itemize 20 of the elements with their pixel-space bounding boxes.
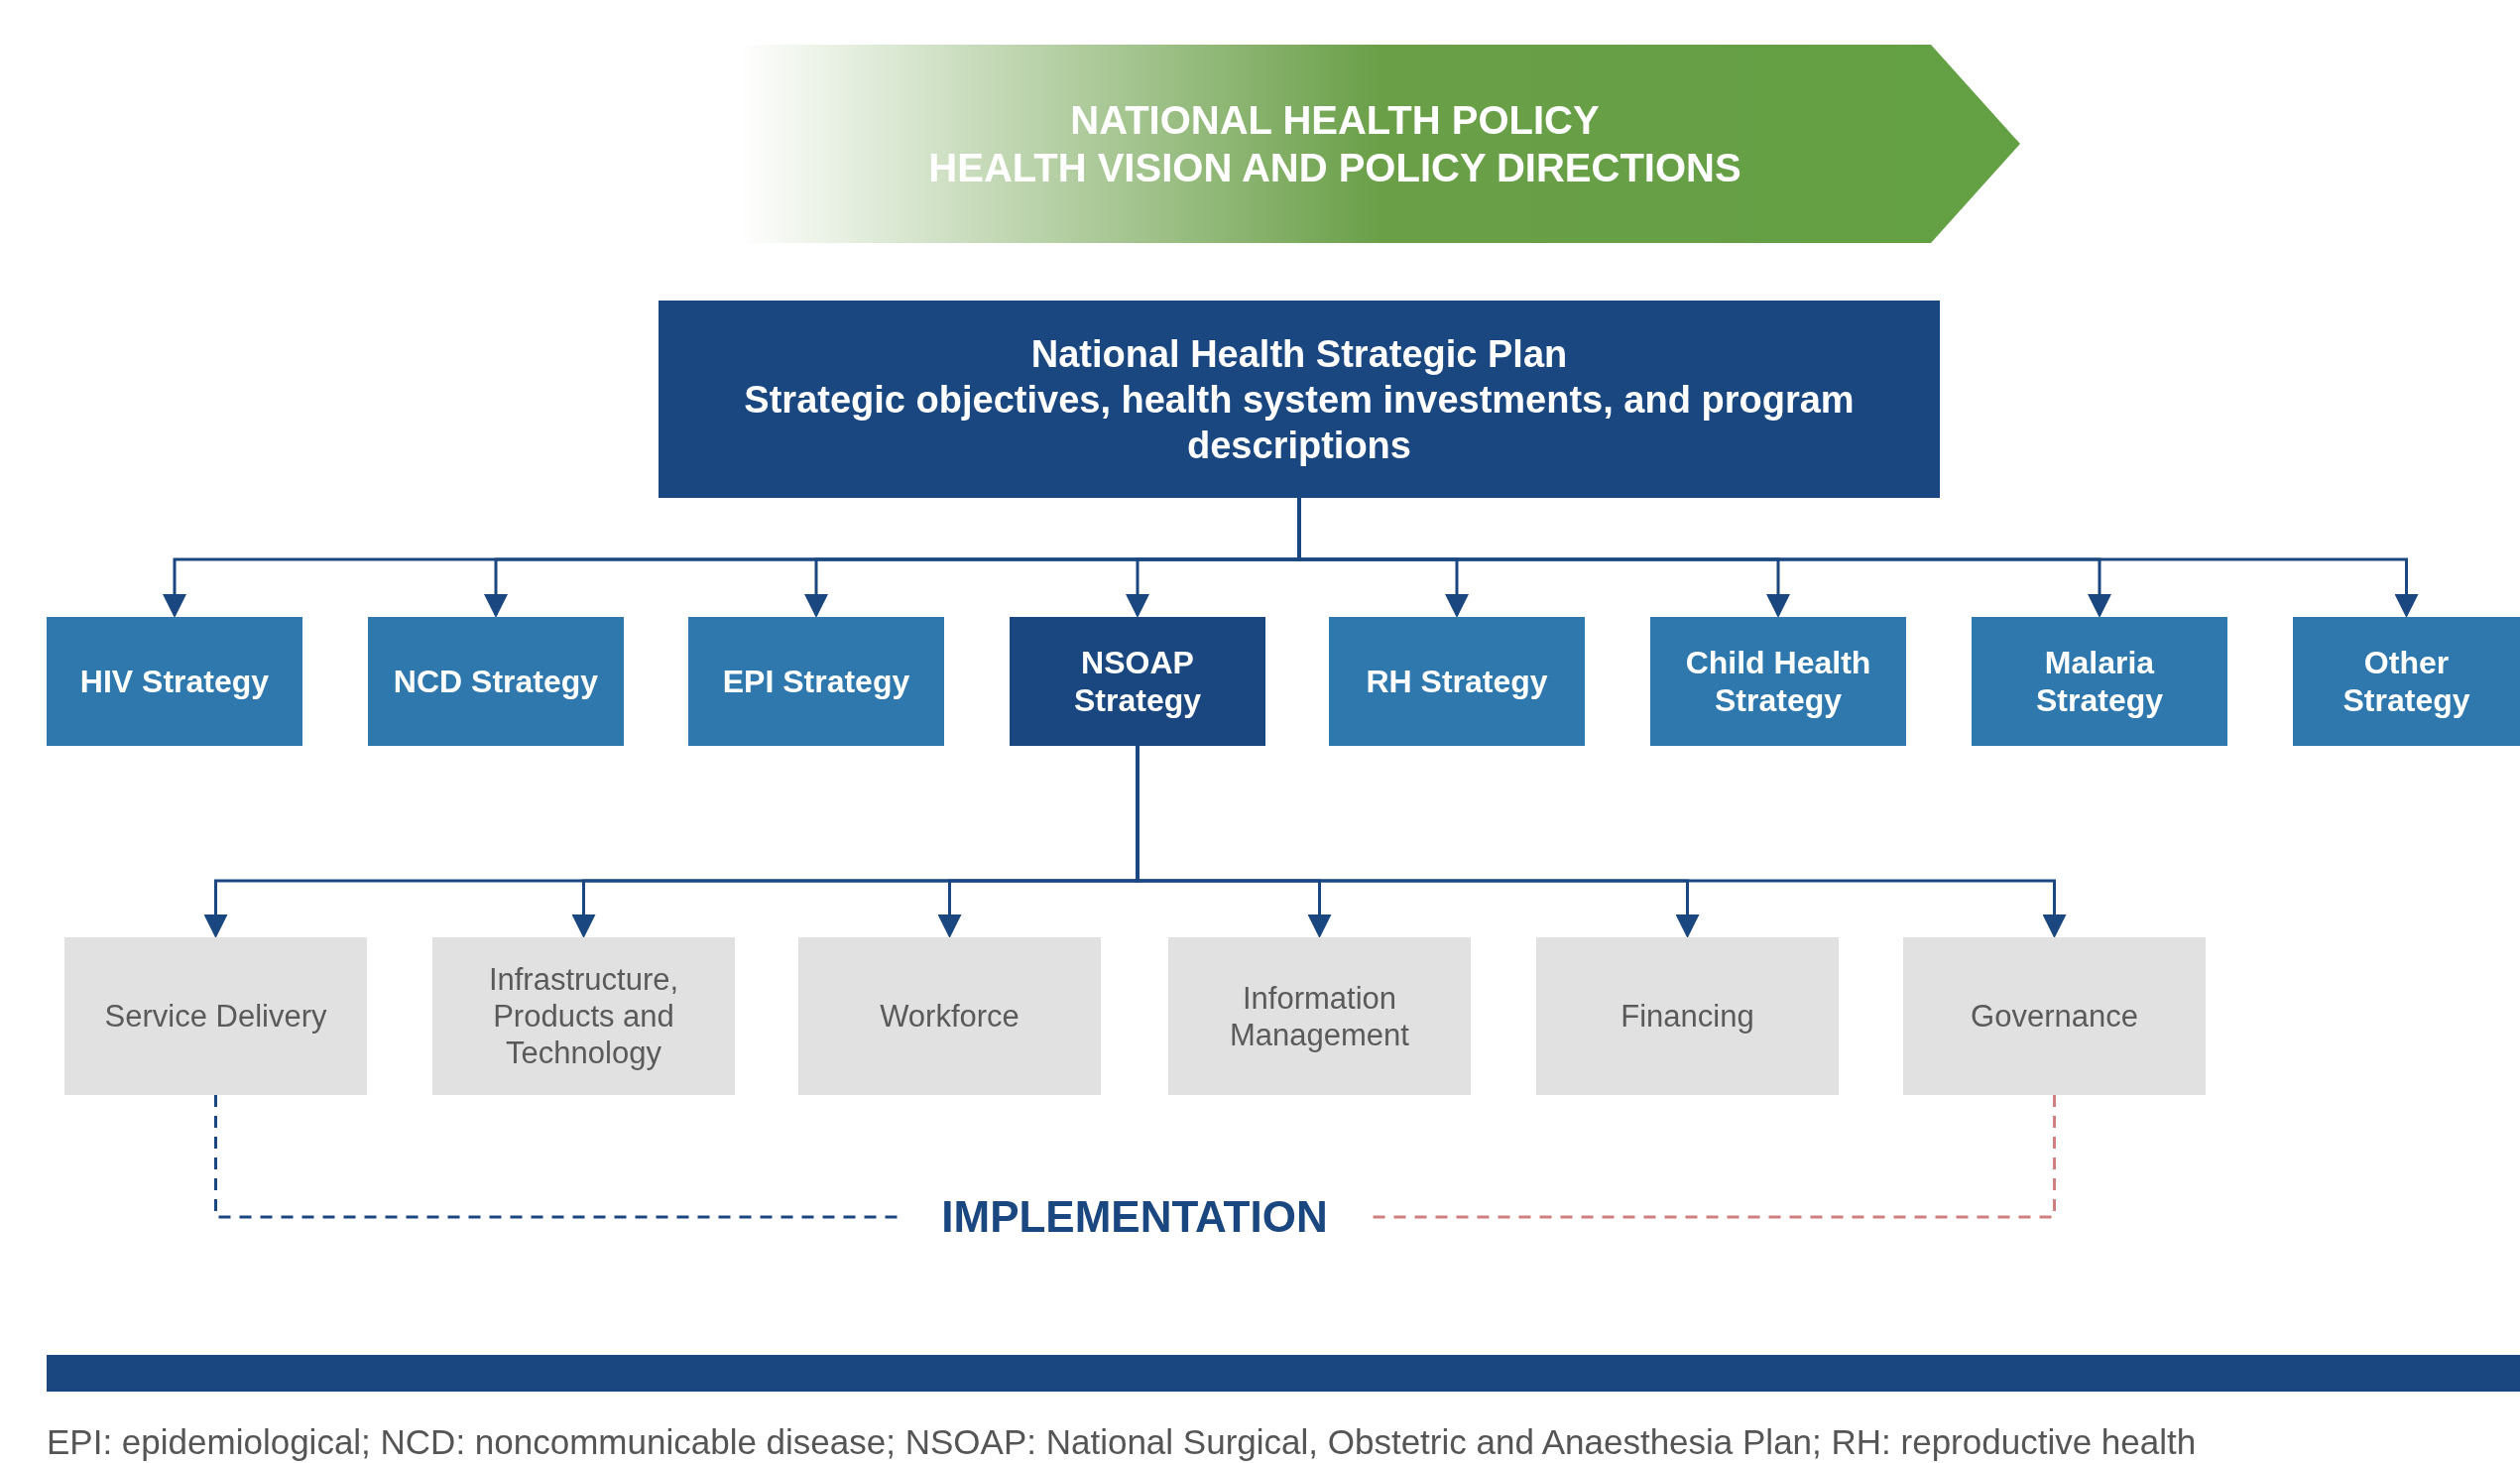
strategy-box: NCD Strategy [368, 617, 624, 746]
footnote: EPI: epidemiological; NCD: noncommunicable disease; NSOAP: National Surgical, Obstetric and Anaesthesia Plan; RH: reproductive health [47, 1421, 2197, 1463]
implementation-label: IMPLEMENTATION [906, 1187, 1363, 1247]
pillar-box: Workforce [798, 937, 1101, 1095]
banner-text: NATIONAL HEALTH POLICY [1070, 97, 1600, 144]
strategy-box: EPI Strategy [688, 617, 944, 746]
strategy-box: HIV Strategy [47, 617, 302, 746]
strategy-box: RH Strategy [1329, 617, 1585, 746]
strategy-box: Other Strategy [2293, 617, 2520, 746]
dashed-connector [214, 1095, 900, 1219]
pillar-box: Service Delivery [64, 937, 367, 1095]
pillar-box: Governance [1903, 937, 2206, 1095]
banner-text: HEALTH VISION AND POLICY DIRECTIONS [928, 145, 1741, 191]
plan-box: National Health Strategic Plan Strategic objectives, health system investments, and program descriptions [659, 301, 1940, 498]
pillar-box: Financing [1536, 937, 1839, 1095]
strategy-box: Malaria Strategy [1972, 617, 2227, 746]
strategy-box: NSOAP Strategy [1010, 617, 1265, 746]
strategy-box: Child Health Strategy [1650, 617, 1906, 746]
pillar-box: Information Management [1168, 937, 1471, 1095]
pillar-box: Infrastructure, Products and Technology [432, 937, 735, 1095]
